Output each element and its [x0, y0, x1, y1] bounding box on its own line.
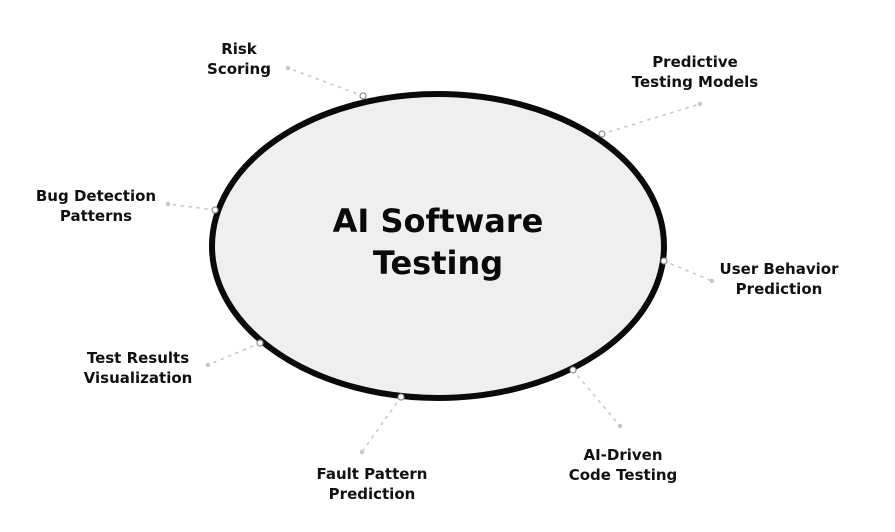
- node-predictive-testing-models: Predictive Testing Models: [632, 53, 759, 91]
- anchor-dot-user-behavior-prediction: [660, 257, 668, 265]
- connector-end-dot: [709, 278, 715, 284]
- node-label-line-2: Prediction: [736, 280, 823, 298]
- center-title-line-1: AI Software: [333, 202, 544, 240]
- connectors: [167, 67, 713, 453]
- node-label-line-1: Fault Pattern: [316, 465, 427, 483]
- center-ellipse: [209, 91, 667, 401]
- connector-end-dot: [165, 201, 171, 207]
- node-label-line-2: Patterns: [60, 207, 132, 225]
- node-label-line-1: Predictive: [652, 53, 738, 71]
- node-label-line-2: Code Testing: [569, 466, 678, 484]
- connector-end-dot: [285, 65, 291, 71]
- anchor-dot-predictive-testing-models: [598, 130, 606, 138]
- connector-end-dot: [617, 423, 623, 429]
- anchor-dot-risk-scoring: [359, 92, 367, 100]
- center-title-line-2: Testing: [373, 244, 503, 282]
- node-label-line-2: Scoring: [207, 60, 271, 78]
- node-bug-detection-patterns: Bug Detection Patterns: [36, 187, 156, 225]
- node-label-line-2: Visualization: [84, 369, 193, 387]
- anchor-dot-fault-pattern-prediction: [397, 393, 405, 401]
- connector-end-dot: [359, 449, 365, 455]
- connector-ai-driven-code-testing: [572, 369, 621, 427]
- node-test-results-visualization: Test Results Visualization: [84, 349, 193, 387]
- node-label-line-1: AI-Driven: [583, 446, 662, 464]
- node-label-line-1: Risk: [221, 40, 258, 58]
- anchor-dot-test-results-visualization: [256, 339, 264, 347]
- anchor-dots: [211, 92, 668, 401]
- node-user-behavior-prediction: User Behavior Prediction: [720, 260, 840, 298]
- node-label-line-1: User Behavior: [720, 260, 840, 278]
- anchor-dot-ai-driven-code-testing: [569, 366, 577, 374]
- connector-risk-scoring: [287, 67, 364, 97]
- connector-end-dot: [697, 101, 703, 107]
- node-label-line-2: Testing Models: [632, 73, 759, 91]
- connector-predictive-testing-models: [601, 103, 701, 135]
- node-label-line-1: Test Results: [87, 349, 189, 367]
- connector-end-dots: [165, 65, 715, 455]
- connector-test-results-visualization: [207, 342, 261, 366]
- node-ai-driven-code-testing: AI-Driven Code Testing: [569, 446, 678, 484]
- node-risk-scoring: Risk Scoring: [207, 40, 271, 78]
- node-label-line-2: Prediction: [329, 485, 416, 503]
- node-label-line-1: Bug Detection: [36, 187, 156, 205]
- anchor-dot-bug-detection-patterns: [211, 206, 219, 214]
- connector-bug-detection-patterns: [167, 203, 216, 211]
- connector-fault-pattern-prediction: [361, 396, 402, 453]
- connector-end-dot: [205, 362, 211, 368]
- node-fault-pattern-prediction: Fault Pattern Prediction: [316, 465, 427, 503]
- connector-user-behavior-prediction: [663, 260, 713, 282]
